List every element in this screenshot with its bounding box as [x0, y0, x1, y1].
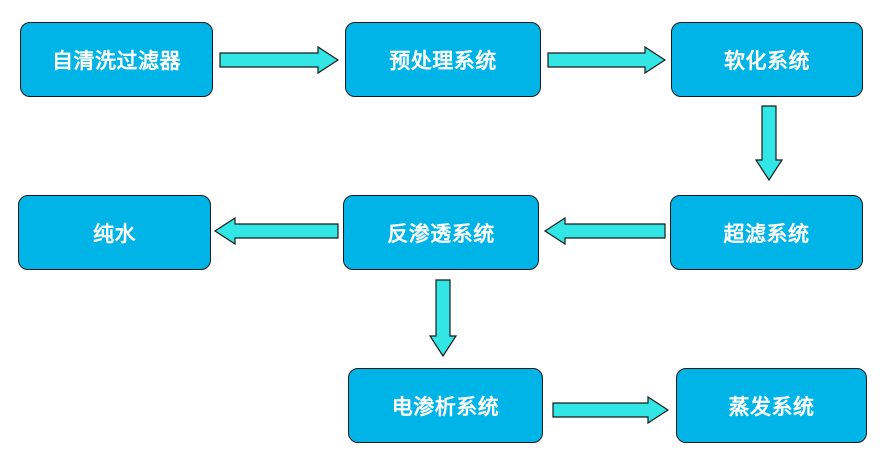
- node-pretreatment-system: 预处理系统: [345, 22, 541, 97]
- node-ultrafiltration-system: 超滤系统: [670, 195, 863, 270]
- node-self-cleaning-filter: 自清洗过滤器: [20, 22, 213, 97]
- arrow-filter-to-pretreatment: [219, 45, 340, 75]
- arrow-ro-to-electrodialysis: [428, 279, 458, 358]
- node-softening-system: 软化系统: [671, 22, 863, 97]
- arrow-pretreatment-to-softening: [547, 45, 667, 75]
- node-electrodialysis-system: 电渗析系统: [348, 368, 543, 443]
- arrow-electrodialysis-to-evaporation: [552, 395, 670, 425]
- node-reverse-osmosis-system: 反渗透系统: [343, 195, 539, 270]
- arrow-ro-to-pure-water: [213, 216, 339, 246]
- node-evaporation-system: 蒸发系统: [676, 368, 867, 443]
- node-pure-water: 纯水: [18, 195, 211, 270]
- arrow-softening-to-ultrafiltration: [754, 105, 784, 182]
- arrow-ultrafiltration-to-ro: [543, 216, 666, 246]
